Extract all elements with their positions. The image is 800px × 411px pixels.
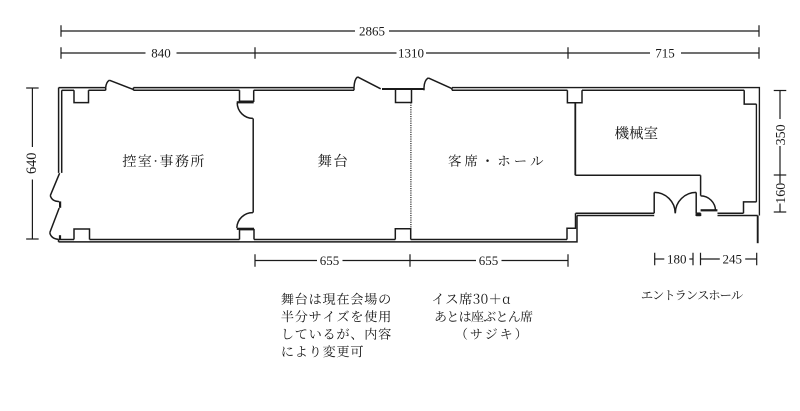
svg-text:180: 180 <box>667 251 687 266</box>
svg-text:160: 160 <box>774 183 789 204</box>
svg-text:1310: 1310 <box>398 45 424 60</box>
svg-text:715: 715 <box>655 45 675 60</box>
svg-text:640: 640 <box>24 153 40 174</box>
svg-text:350: 350 <box>774 124 789 145</box>
svg-text:2865: 2865 <box>359 23 385 38</box>
svg-text:655: 655 <box>479 253 499 268</box>
svg-text:655: 655 <box>320 253 340 268</box>
svg-text:245: 245 <box>723 251 743 266</box>
svg-text:840: 840 <box>151 45 171 60</box>
